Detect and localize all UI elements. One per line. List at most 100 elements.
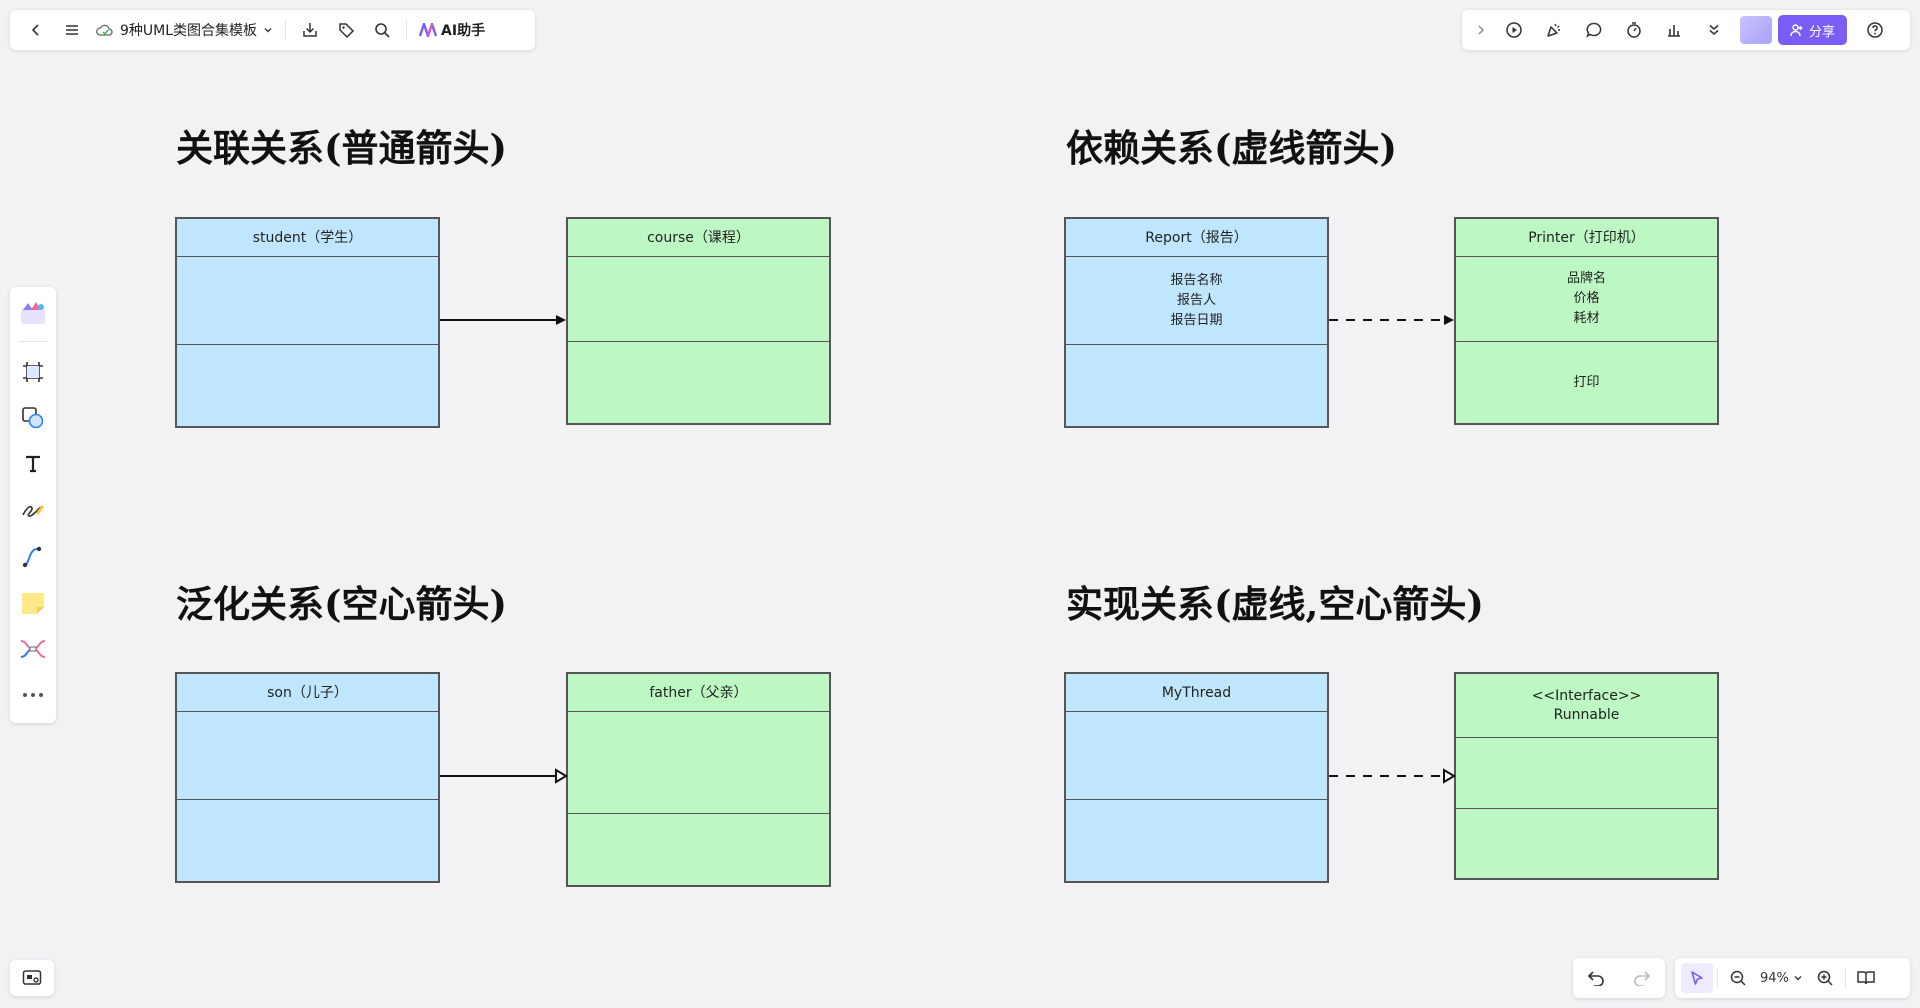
attributes-section: 品牌名 价格 耗材 (1456, 256, 1717, 341)
top-left-toolbar: 9种UML类图合集模板 AI助手 (10, 10, 535, 50)
class-box-son[interactable]: son（儿子） (175, 672, 440, 883)
class-name: Report（报告） (1145, 229, 1248, 246)
class-box-printer[interactable]: Printer（打印机） 品牌名 价格 耗材 打印 (1454, 217, 1719, 425)
zoom-out-icon[interactable] (1722, 963, 1754, 993)
attribute: 耗材 (1573, 311, 1600, 326)
chevron-right-icon[interactable] (1468, 14, 1494, 46)
class-box-student[interactable]: student（学生） (175, 217, 440, 428)
share-button[interactable]: 分享 (1778, 15, 1848, 45)
book-icon[interactable] (1850, 963, 1882, 993)
add-user-icon (1790, 24, 1803, 37)
connector-icon[interactable] (14, 539, 52, 575)
celebrate-icon[interactable] (1534, 14, 1574, 46)
attribute: 品牌名 (1566, 271, 1606, 286)
attributes-section: 报告名称 报告人 报告日期 (1066, 256, 1327, 344)
methods-section: 打印 (1456, 341, 1717, 423)
avatar[interactable] (1740, 16, 1772, 44)
comment-icon[interactable] (1574, 14, 1614, 46)
methods-section (568, 341, 829, 423)
share-label: 分享 (1809, 24, 1836, 40)
tag-icon[interactable] (328, 14, 364, 46)
menu-icon[interactable] (54, 14, 90, 46)
attributes-section (177, 256, 438, 344)
attributes-section (177, 711, 438, 799)
pen-icon[interactable] (14, 492, 52, 528)
association-arrow[interactable] (440, 315, 566, 325)
cloud-saved-icon (96, 24, 113, 36)
class-box-runnable[interactable]: <<Interface>> Runnable (1454, 672, 1719, 880)
download-icon[interactable] (292, 14, 328, 46)
attribute: 价格 (1573, 291, 1600, 306)
heading-generalization[interactable]: 泛化关系(空心箭头) (176, 582, 508, 626)
chevron-down-icon (1794, 976, 1802, 981)
method: 打印 (1573, 374, 1600, 390)
heading-realization[interactable]: 实现关系(虚线,空心箭头) (1066, 582, 1484, 626)
attributes-section (568, 256, 829, 341)
methods-section (177, 344, 438, 426)
methods-section (1066, 344, 1327, 426)
class-name: MyThread (1161, 684, 1232, 701)
minimap-toggle-button[interactable] (10, 960, 54, 996)
frame-icon[interactable] (14, 354, 52, 390)
more-tools-chevron-icon[interactable] (1694, 14, 1734, 46)
class-box-course[interactable]: course（课程） (566, 217, 831, 425)
ai-assistant-button[interactable]: AI助手 (413, 14, 491, 46)
back-icon[interactable] (18, 14, 54, 46)
minimap-icon (22, 970, 42, 985)
class-name: student（学生） (252, 229, 363, 246)
methods-section (177, 799, 438, 881)
chevron-down-icon (264, 28, 272, 33)
attributes-section (568, 711, 829, 813)
top-right-toolbar: 分享 (1462, 10, 1910, 50)
document-title-button[interactable]: 9种UML类图合集模板 (90, 14, 279, 46)
zoom-divider (1844, 968, 1846, 988)
methods-section (1456, 808, 1717, 878)
class-name: Runnable (1553, 706, 1620, 723)
class-name: Printer（打印机） (1528, 229, 1645, 246)
timer-icon[interactable] (1614, 14, 1654, 46)
class-name: course（课程） (647, 229, 750, 246)
undo-icon[interactable] (1580, 963, 1612, 993)
class-box-mythread[interactable]: MyThread (1064, 672, 1329, 883)
text-icon[interactable] (14, 446, 52, 482)
templates-icon[interactable] (14, 295, 52, 331)
rail-divider (19, 341, 47, 343)
methods-section (1066, 799, 1327, 881)
more-icon[interactable] (14, 677, 52, 713)
methods-section (568, 813, 829, 885)
class-name: father（父亲） (649, 684, 748, 701)
heading-dependency[interactable]: 依赖关系(虚线箭头) (1066, 126, 1398, 170)
vote-icon[interactable] (1654, 14, 1694, 46)
toolbar-divider (406, 20, 408, 40)
heading-association[interactable]: 关联关系(普通箭头) (176, 126, 508, 170)
redo-icon[interactable] (1626, 963, 1658, 993)
play-icon[interactable] (1494, 14, 1534, 46)
ai-assistant-label: AI助手 (441, 23, 486, 39)
attribute: 报告日期 (1170, 312, 1223, 328)
zoom-panel: 94% (1675, 958, 1910, 998)
mindmap-icon[interactable] (14, 631, 52, 667)
dependency-arrow[interactable] (1329, 315, 1454, 325)
class-box-report[interactable]: Report（报告） 报告名称 报告人 报告日期 (1064, 217, 1329, 428)
zoom-in-icon[interactable] (1809, 963, 1841, 993)
ai-logo-icon (419, 23, 438, 37)
zoom-level: 94% (1760, 970, 1789, 986)
class-name: son（儿子） (267, 684, 348, 701)
realization-arrow[interactable] (1329, 768, 1456, 784)
class-box-father[interactable]: father（父亲） (566, 672, 831, 887)
select-pointer-icon[interactable] (1681, 963, 1713, 993)
zoom-level-dropdown[interactable]: 94% (1754, 971, 1809, 986)
attributes-section (1456, 737, 1717, 808)
shape-icon[interactable] (14, 400, 52, 436)
document-title: 9种UML类图合集模板 (120, 23, 258, 39)
generalization-arrow[interactable] (440, 768, 568, 784)
zoom-divider (1717, 968, 1718, 988)
help-icon[interactable] (1855, 14, 1895, 46)
attribute: 报告名称 (1170, 272, 1223, 288)
search-icon[interactable] (364, 14, 400, 46)
stereotype: <<Interface>> (1531, 687, 1642, 704)
attributes-section (1066, 711, 1327, 799)
attribute: 报告人 (1176, 292, 1216, 308)
sticky-note-icon[interactable] (14, 585, 52, 621)
